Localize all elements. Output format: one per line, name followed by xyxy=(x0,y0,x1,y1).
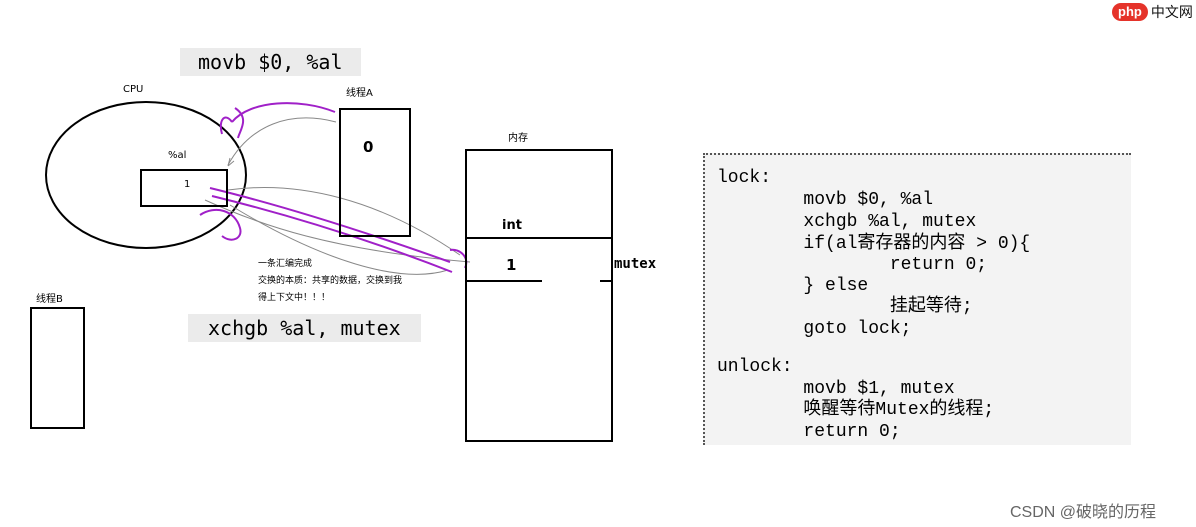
purple-scribble-loop xyxy=(199,208,242,241)
mutex-label: mutex xyxy=(614,256,657,272)
php-badge: php xyxy=(1112,3,1148,21)
arrow-head xyxy=(227,157,235,167)
thread-a-label: 线程A xyxy=(346,88,373,99)
purple-scribble-top xyxy=(219,102,336,139)
php-cn-logo: php 中文网 xyxy=(1112,2,1193,22)
code-line: 挂起等待; xyxy=(717,297,973,317)
code-line: unlock: xyxy=(717,357,793,377)
arrow-al-to-mem-2 xyxy=(204,199,471,263)
register-al-box: 1 xyxy=(140,169,228,207)
cpu-ellipse xyxy=(45,101,247,249)
code-line: lock: xyxy=(717,168,772,188)
code-line: movb $1, mutex xyxy=(717,379,955,399)
memory-label: 内存 xyxy=(508,133,528,144)
thread-b-box xyxy=(30,307,85,429)
bottom-instruction-banner: xchgb %al, mutex xyxy=(188,314,421,342)
purple-scribble-arrows xyxy=(209,187,453,273)
note-line-2: 交换的本质：共享的数据，交换到我 xyxy=(258,276,403,286)
code-line: goto lock; xyxy=(717,319,912,339)
note-line-1: 一条汇编完成 xyxy=(258,259,313,269)
csdn-watermark: CSDN @破晓的历程 xyxy=(1010,504,1157,521)
code-line: xchgb %al, mutex xyxy=(717,212,977,232)
top-instruction-banner: movb $0, %al xyxy=(180,48,361,76)
logo-text: 中文网 xyxy=(1150,5,1193,21)
note-line-3: 得上下文中！！！ xyxy=(258,293,331,303)
code-line: if(al寄存器的内容 > 0){ xyxy=(717,234,1031,254)
code-line: movb $0, %al xyxy=(717,190,934,210)
thread-a-box: 0 xyxy=(339,108,411,237)
code-line: } else xyxy=(717,276,869,296)
code-line: return 0; xyxy=(717,255,988,275)
memory-cell-top-line xyxy=(465,237,613,239)
arrow-mem-to-al xyxy=(229,204,449,275)
arrow-al-to-mem xyxy=(227,187,461,256)
memory-value: 1 xyxy=(506,256,517,274)
thread-a-value: 0 xyxy=(363,138,374,156)
memory-box xyxy=(465,149,613,442)
memory-type-label: int xyxy=(502,218,522,233)
cpu-label: CPU xyxy=(123,84,144,95)
thread-b-label: 线程B xyxy=(36,294,63,305)
arrow-threadA-to-al xyxy=(227,117,337,166)
code-line: return 0; xyxy=(717,422,901,442)
purple-scribble-tip xyxy=(449,248,468,269)
register-value: 1 xyxy=(184,179,191,190)
register-label: %al xyxy=(168,150,187,161)
code-line: 唤醒等待Mutex的线程; xyxy=(717,400,995,420)
code-panel: lock: movb $0, %al xchgb %al, mutex if(a… xyxy=(703,153,1131,445)
